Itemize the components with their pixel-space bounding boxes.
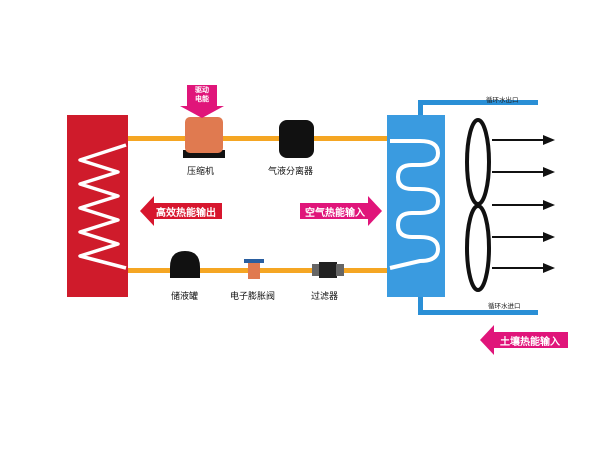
drive-label-line2: 电能 (195, 95, 209, 103)
arrow-left-icon (480, 325, 568, 355)
drive-label: 驱动 电能 (187, 86, 217, 104)
expansion-valve-label: 电子膨胀阀 (230, 292, 276, 302)
water-pipes (418, 100, 538, 315)
compressor-base (183, 150, 225, 158)
expansion-valve (244, 259, 264, 279)
compressor-label: 压缩机 (187, 167, 215, 177)
fan-icon (465, 118, 491, 292)
arrow-right-icon (492, 263, 555, 273)
top-pipe (128, 136, 390, 141)
separator-label: 气液分离器 (268, 167, 314, 177)
filter-label: 过滤器 (311, 292, 339, 302)
coil-icon (78, 143, 127, 270)
drive-label-line1: 驱动 (195, 86, 209, 94)
water-in-label: 循环水进口 (488, 302, 521, 310)
soil-heat-input-label: 土壤热能输入 (500, 337, 560, 348)
arrow-right-icon (300, 196, 382, 226)
water-in-pipe-horizontal (418, 310, 538, 315)
gas-liquid-separator (279, 120, 314, 158)
heat-output-label: 高效热能输出 (156, 208, 216, 219)
coil-icon (389, 139, 440, 270)
condenser (67, 115, 128, 297)
arrow-right-icon (492, 167, 555, 177)
compressor (183, 117, 225, 158)
evaporator (387, 115, 445, 297)
receiver-label: 储液罐 (171, 292, 199, 302)
filter (312, 262, 344, 278)
arrow-right-icon (492, 135, 555, 145)
air-flow-arrows (492, 135, 555, 273)
arrow-right-icon (492, 200, 555, 210)
water-out-pipe-horizontal (418, 100, 538, 105)
compressor-body (185, 117, 223, 153)
water-out-label: 循环水出口 (486, 96, 519, 104)
arrow-right-icon (492, 232, 555, 242)
water-out-pipe-vertical (418, 100, 423, 120)
liquid-receiver (170, 251, 200, 278)
arrow-down-icon (180, 85, 224, 118)
air-heat-input-label: 空气热能输入 (305, 208, 365, 219)
water-in-pipe-vertical (418, 295, 423, 315)
condenser-block (67, 115, 128, 297)
arrow-left-icon (140, 196, 222, 226)
